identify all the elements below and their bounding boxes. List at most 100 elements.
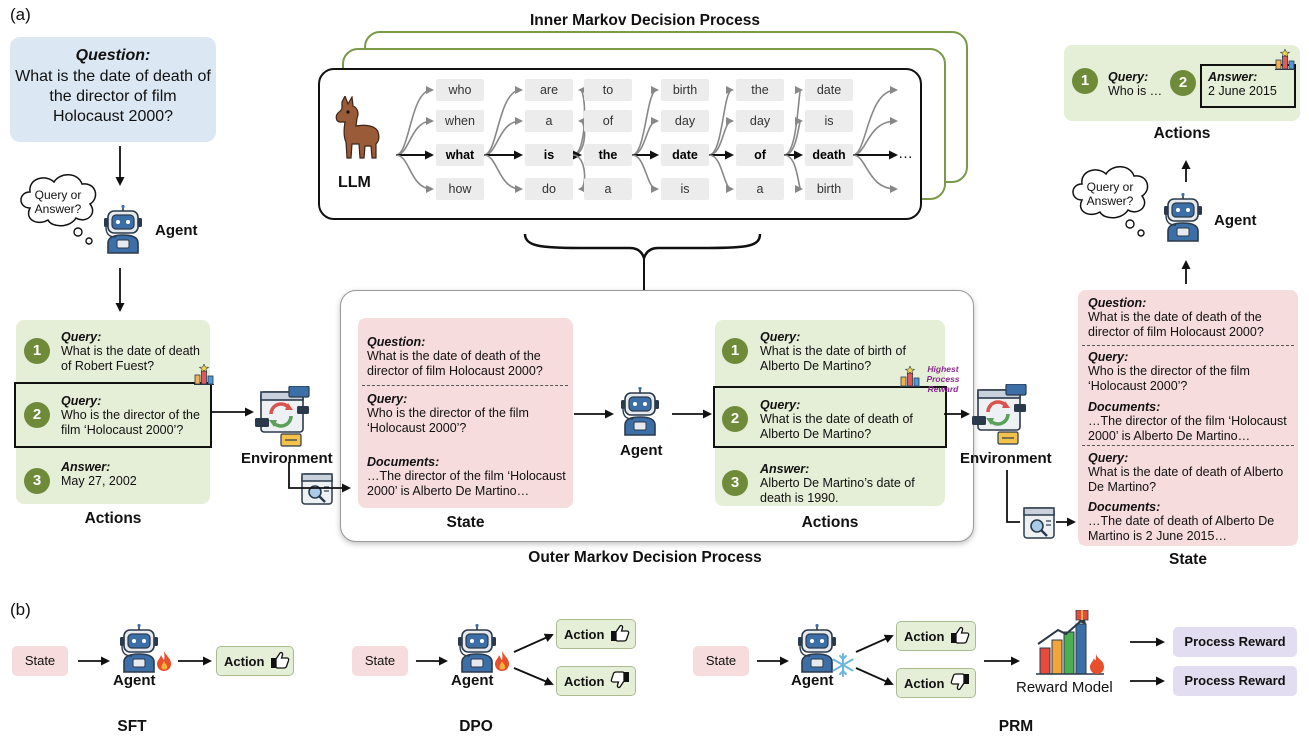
- arrows-panel-a: [115, 146, 1191, 527]
- branch-arrow: [483, 86, 523, 156]
- right-state-box: [1078, 290, 1298, 546]
- right-state-label-3: Documents:: [1088, 400, 1161, 414]
- branch-arrow: [852, 154, 898, 193]
- middle-actions-box: [715, 320, 945, 506]
- agent-icon-sft: [116, 623, 162, 679]
- middle-selected-action-border: [713, 386, 947, 448]
- prm-action-good: Action: [896, 621, 976, 651]
- panel-a-label: (a): [10, 5, 31, 24]
- right-state-label-5: Documents:: [1088, 500, 1161, 514]
- inner-mdp-branches: [395, 86, 898, 193]
- llama-icon: [332, 94, 384, 162]
- state-question-label: Question:: [367, 335, 426, 349]
- right-state-item-2: Query:Who is the director of the film ‘H…: [1088, 350, 1292, 394]
- environment-label-left: Environment: [241, 450, 333, 467]
- highest-reward-text: Highest Process Reward: [926, 364, 960, 394]
- dpo-title: DPO: [459, 718, 493, 735]
- right-final-query-text: Who is …: [1108, 84, 1163, 98]
- middle-action-number-3: 3: [722, 470, 748, 496]
- prm-title: PRM: [998, 718, 1034, 735]
- left-action-text-3: May 27, 2002: [61, 474, 137, 488]
- sft-state: State: [12, 646, 68, 676]
- right-separator-1: [1082, 345, 1294, 346]
- token-1-3: what: [436, 144, 484, 166]
- state-query-label: Query:: [367, 392, 408, 406]
- right-state-item-1: Question:What is the date of death of th…: [1088, 296, 1292, 340]
- llm-label: LLM: [338, 174, 371, 191]
- award-icon-middle: [899, 365, 921, 393]
- dpo-action-bad-label: Action: [564, 674, 605, 689]
- prm-state: State: [693, 646, 749, 676]
- prm-action-good-label: Action: [904, 629, 945, 644]
- left-selected-action-border: [14, 382, 212, 448]
- reward-model-label: Reward Model: [1016, 679, 1113, 696]
- right-state-title: State: [1169, 551, 1207, 568]
- middle-action-3: Answer:Alberto De Martino’s date of deat…: [760, 462, 940, 506]
- agent-icon-right: [1160, 192, 1206, 248]
- state-separator-1: [362, 385, 568, 386]
- left-action-label-1: Query:: [61, 330, 102, 344]
- outer-mdp-title: Outer Markov Decision Process: [528, 549, 762, 566]
- process-reward-2: Process Reward: [1173, 666, 1297, 696]
- branch-arrow: [395, 154, 434, 193]
- inner-mdp-title: Inner Markov Decision Process: [529, 12, 760, 29]
- question-text: What is the date of death of the directo…: [15, 68, 211, 125]
- fire-icon-sft: [154, 650, 174, 677]
- left-action-number-2: 2: [24, 402, 50, 428]
- state-docs-text: …The director of the film ‘Holocaust 200…: [367, 469, 566, 498]
- token-4-1: birth: [661, 79, 709, 101]
- token-1-2: when: [436, 110, 484, 132]
- token-1-4: how: [436, 178, 484, 200]
- right-state-label-4: Query:: [1088, 451, 1129, 465]
- branch-arrow: [572, 154, 587, 193]
- token-3-2: of: [584, 110, 632, 132]
- token-2-1: are: [525, 79, 573, 101]
- left-action-number-1: 1: [24, 338, 50, 364]
- token-2-4: do: [525, 178, 573, 200]
- middle-state-query: Query: Who is the director of the film ‘…: [367, 392, 567, 436]
- token-3-4: a: [584, 178, 632, 200]
- left-action-number-3: 3: [24, 468, 50, 494]
- middle-actions-title: Actions: [801, 514, 859, 531]
- branch-arrow: [708, 154, 734, 193]
- right-state-text-4: What is the date of death of Alberto De …: [1088, 465, 1284, 494]
- right-state-item-4: Query:What is the date of death of Alber…: [1088, 451, 1292, 495]
- token-5-1: the: [736, 79, 784, 101]
- agent-label-left: Agent: [155, 222, 198, 239]
- reward-model-icon: [1034, 609, 1116, 683]
- sft-action-label: Action: [224, 654, 265, 669]
- left-action-1: Query:What is the date of death of Rober…: [61, 330, 206, 374]
- token-6-2: is: [805, 110, 853, 132]
- right-action-number-2: 2: [1170, 70, 1196, 96]
- thumbs-down-icon: [608, 671, 630, 689]
- token-2-3: is: [525, 144, 573, 166]
- snowflake-icon-prm: [830, 652, 856, 683]
- process-reward-1: Process Reward: [1173, 627, 1297, 657]
- fire-icon-dpo: [492, 650, 512, 677]
- prm-action-bad-label: Action: [904, 676, 945, 691]
- middle-state-docs: Documents: …The director of the film ‘Ho…: [367, 455, 567, 499]
- thought-bubble-right: Query or Answer?: [1068, 160, 1154, 245]
- environment-icon-left: [255, 385, 311, 453]
- thumbs-up-icon: [268, 651, 290, 669]
- left-action-label-2: Query:: [61, 394, 102, 408]
- token-6-4: birth: [805, 178, 853, 200]
- token-6-3: death: [805, 144, 853, 166]
- left-action-2: Query:Who is the director of the film ‘H…: [61, 394, 206, 438]
- middle-state-box: [358, 318, 573, 508]
- branch-arrow: [395, 86, 434, 156]
- state-query-text: Who is the director of the film ‘Holocau…: [367, 406, 529, 435]
- token-4-4: is: [661, 178, 709, 200]
- middle-state-title: State: [446, 514, 485, 531]
- right-final-answer-label: Answer:: [1208, 70, 1258, 84]
- dpo-action-good-label: Action: [564, 627, 605, 642]
- left-action-label-3: Answer:: [61, 460, 111, 474]
- award-icon-left: [193, 363, 215, 391]
- right-state-text-3: …The director of the film ‘Holocaust 200…: [1088, 414, 1287, 443]
- middle-action-number-1: 1: [722, 338, 748, 364]
- right-final-answer-box: Answer: 2 June 2015: [1200, 64, 1296, 108]
- token-2-2: a: [525, 110, 573, 132]
- agent-label-right: Agent: [1214, 212, 1257, 229]
- left-action-3: Answer:May 27, 2002: [61, 460, 206, 489]
- right-state-item-3: Documents:…The director of the film ‘Hol…: [1088, 400, 1292, 444]
